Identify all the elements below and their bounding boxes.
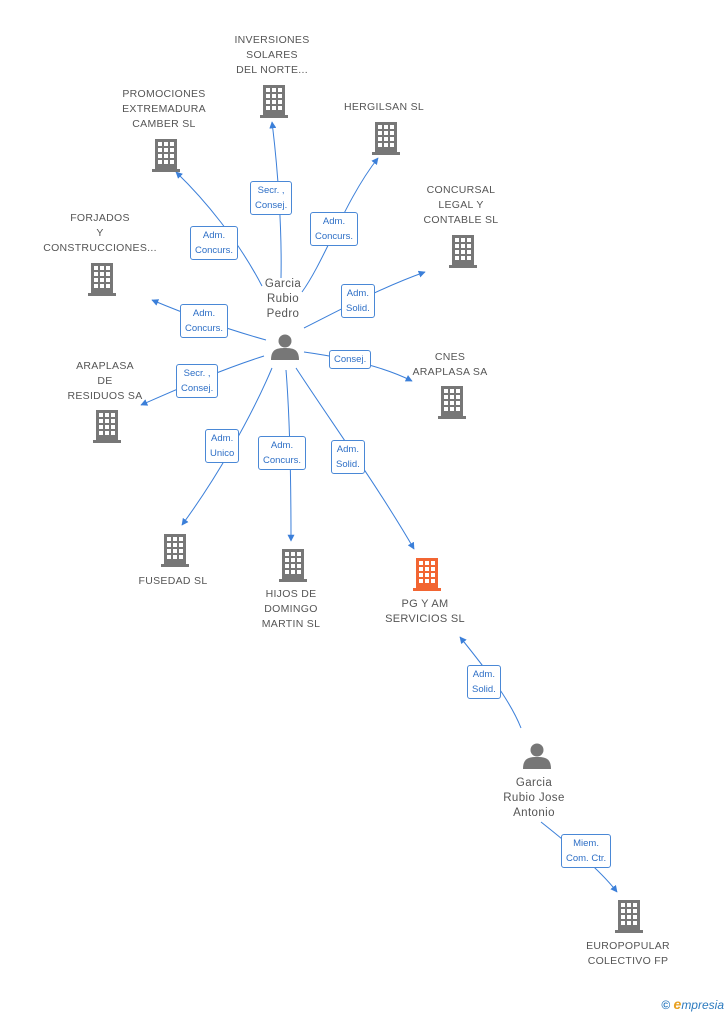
company-forjados-label[interactable]: FORJADOS Y CONSTRUCCIONES... (35, 211, 165, 256)
label-line: Consej. (181, 383, 214, 394)
label-line: CAMBER SL (132, 118, 196, 130)
company-concursal-icon[interactable] (449, 235, 477, 268)
label-line: Adm. (270, 440, 294, 451)
label-line: LEGAL Y (438, 199, 484, 211)
edge-pedro-promociones (175, 171, 263, 287)
label-line: DOMINGO (264, 603, 318, 615)
label-line: Adm. (211, 433, 234, 444)
person-pedro-icon[interactable] (271, 334, 299, 361)
label-line: SOLARES (246, 49, 298, 61)
company-promociones-label[interactable]: PROMOCIONES EXTREMADURA CAMBER SL (99, 87, 229, 132)
empresia-logo[interactable]: © empresia (661, 996, 724, 1012)
role-badge-hijos: Adm. Concurs. (258, 436, 307, 470)
label-line: HERGILSAN SL (343, 101, 425, 113)
role-badge-inversiones: Secr. , Consej. (250, 181, 293, 215)
role-badge-cnes: Consej. (329, 350, 372, 369)
label-line: RESIDUOS SA (67, 390, 143, 402)
label-line: Y (96, 227, 104, 239)
copyright-icon: © (661, 998, 671, 1012)
role-badge-pgyam-pedro: Adm. Solid. (331, 440, 365, 474)
role-badge-promociones: Adm. Concurs. (190, 226, 239, 260)
label-line: EXTREMADURA (122, 103, 206, 115)
company-europopular-icon[interactable] (615, 900, 643, 933)
label-line: Consej. (334, 354, 367, 365)
role-badge-araplasa: Secr. , Consej. (176, 364, 219, 398)
company-pgyam-label[interactable]: PG Y AM SERVICIOS SL (360, 597, 490, 627)
label-line: Concurs. (263, 455, 302, 466)
label-line: Pedro (266, 308, 300, 320)
company-araplasa-icon[interactable] (93, 410, 121, 443)
label-line: FORJADOS (70, 212, 130, 224)
label-line: CONTABLE SL (423, 214, 499, 226)
label-line: Secr. , (257, 185, 285, 196)
label-line: Rubio (266, 293, 300, 305)
label-line: Rubio Jose (503, 792, 565, 804)
label-line: Com. Ctr. (566, 853, 607, 864)
role-badge-europopular: Miem. Com. Ctr. (561, 834, 612, 868)
company-fusedad-label[interactable]: FUSEDAD SL (108, 574, 238, 589)
person-jose-icon[interactable] (523, 743, 551, 770)
label-line: Miem. (573, 838, 599, 849)
company-hergilsan-label[interactable]: HERGILSAN SL (319, 100, 449, 115)
label-line: Concurs. (315, 231, 354, 242)
label-line: FUSEDAD SL (138, 575, 208, 587)
label-line: Garcia (515, 777, 553, 789)
company-hijos-label[interactable]: HIJOS DE DOMINGO MARTIN SL (226, 587, 356, 632)
label-line: Adm. (472, 669, 495, 680)
label-line: Secr. , (183, 368, 211, 379)
company-inversiones-icon[interactable] (260, 85, 288, 118)
company-cnes-label[interactable]: CNES ARAPLASA SA (385, 350, 515, 380)
brand-initial: e (673, 996, 682, 1012)
role-badge-fusedad: Adm. Unico (205, 429, 240, 463)
brand-name: mpresia (681, 998, 724, 1012)
label-line: CNES (434, 351, 466, 363)
label-line: Concurs. (185, 323, 224, 334)
role-badge-forjados: Adm. Concurs. (180, 304, 229, 338)
company-inversiones-label[interactable]: INVERSIONES SOLARES DEL NORTE... (207, 33, 337, 78)
company-cnes-icon[interactable] (438, 386, 466, 419)
label-line: HIJOS DE (265, 588, 317, 600)
label-line: MARTIN SL (261, 618, 321, 630)
label-line: Garcia (264, 278, 302, 290)
label-line: Adm. (322, 216, 346, 227)
company-concursal-label[interactable]: CONCURSAL LEGAL Y CONTABLE SL (396, 183, 526, 228)
label-line: INVERSIONES (234, 34, 310, 46)
label-line: PROMOCIONES (122, 88, 206, 100)
label-line: Unico (210, 448, 235, 459)
company-hijos-icon[interactable] (279, 549, 307, 582)
label-line: Solid. (346, 303, 370, 314)
label-line: CONCURSAL (426, 184, 496, 196)
company-fusedad-icon[interactable] (161, 534, 189, 567)
label-line: Adm. (336, 444, 359, 455)
label-line: Adm. (202, 230, 226, 241)
label-line: DE (97, 375, 113, 387)
label-line: Solid. (472, 684, 496, 695)
label-line: COLECTIVO FP (587, 955, 669, 967)
label-line: Solid. (336, 459, 360, 470)
label-line: Antonio (513, 807, 555, 819)
company-araplasa-label[interactable]: ARAPLASA DE RESIDUOS SA (40, 359, 170, 404)
label-line: Consej. (255, 200, 288, 211)
company-forjados-icon[interactable] (88, 263, 116, 296)
company-europopular-label[interactable]: EUROPOPULAR COLECTIVO FP (563, 939, 693, 969)
label-line: Adm. (346, 288, 369, 299)
label-line: SERVICIOS SL (385, 613, 465, 625)
label-line: CONSTRUCCIONES... (43, 242, 157, 254)
label-line: Adm. (192, 308, 216, 319)
role-badge-hergilsan: Adm. Concurs. (310, 212, 359, 246)
label-line: PG Y AM (401, 598, 449, 610)
role-badge-concursal: Adm. Solid. (341, 284, 375, 318)
label-line: ARAPLASA SA (412, 366, 488, 378)
company-pgyam-icon[interactable] (413, 558, 441, 591)
label-line: Concurs. (195, 245, 234, 256)
company-hergilsan-icon[interactable] (372, 122, 400, 155)
role-badge-pgyam-jose: Adm. Solid. (467, 665, 501, 699)
label-line: ARAPLASA (76, 360, 134, 372)
label-line: EUROPOPULAR (586, 940, 670, 952)
company-promociones-icon[interactable] (152, 139, 180, 172)
label-line: DEL NORTE... (236, 64, 308, 76)
